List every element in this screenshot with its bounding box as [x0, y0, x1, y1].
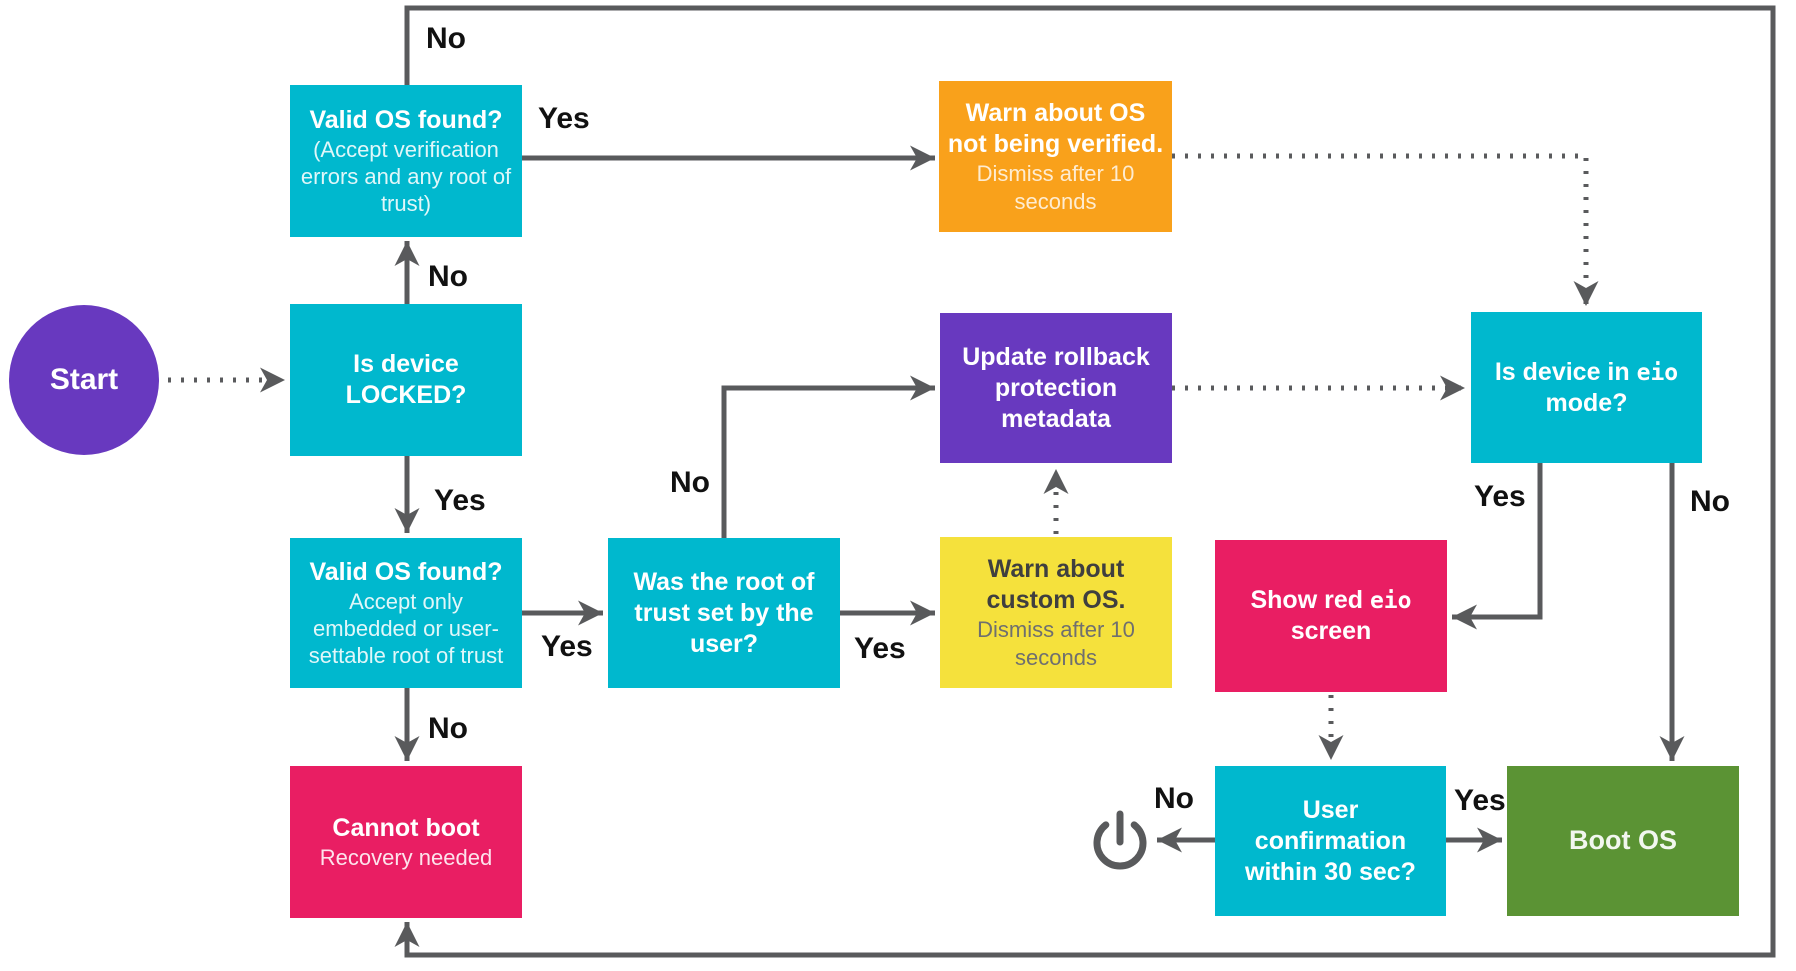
node-title: Boot OS	[1569, 825, 1677, 856]
node-warn-custom-os: Warn about custom OS. Dismiss after 10 s…	[940, 537, 1172, 688]
edge-label-validmid-no: No	[428, 712, 468, 745]
node-show-red-eio-screen: Show red eio screen	[1215, 540, 1447, 692]
node-is-device-locked: Is device LOCKED?	[290, 304, 522, 456]
node-subtitle: Accept only embedded or user-settable ro…	[308, 588, 504, 669]
node-title: User confirmation within 30 sec?	[1245, 795, 1416, 886]
eio-mono-text: eio	[1636, 359, 1679, 386]
node-subtitle: Dismiss after 10 seconds	[977, 617, 1135, 670]
edge-label-root-no: No	[670, 466, 710, 499]
edge-label-root-yes: Yes	[854, 632, 906, 665]
node-title: Is device LOCKED?	[345, 350, 467, 409]
node-root-of-trust-question: Was the root of trust set by the user?	[608, 538, 840, 688]
eio-mono-text: eio	[1369, 588, 1412, 614]
node-warn-os-not-verified: Warn about OS not being verified. Dismis…	[939, 81, 1172, 232]
node-cannot-boot: Cannot boot Recovery needed	[290, 766, 522, 918]
edge-label-locked-yes: Yes	[434, 484, 486, 517]
power-icon	[1093, 810, 1147, 870]
start-label: Start	[49, 363, 119, 396]
node-title: Update rollback protection metadata	[962, 342, 1150, 433]
edge-eio-yes	[1452, 463, 1543, 630]
node-valid-os-found-unlocked: Valid OS found? Accept only embedded or …	[290, 538, 522, 688]
node-title: Is device in eio mode?	[1494, 357, 1679, 417]
node-subtitle: (Accept verification errors and any root…	[300, 136, 512, 217]
edge-label-validmid-yes: Yes	[541, 630, 593, 663]
node-boot-os: Boot OS	[1507, 766, 1739, 916]
edge-loop-no	[394, 5, 1776, 958]
node-update-rollback-metadata: Update rollback protection metadata	[940, 313, 1172, 463]
node-title: Warn about OS not being verified.	[947, 99, 1164, 159]
node-title: Was the root of trust set by the user?	[633, 567, 815, 658]
edge-label-eio-yes: Yes	[1474, 480, 1526, 513]
edge-label-confirm-no: No	[1154, 782, 1194, 815]
node-title: Valid OS found?	[309, 105, 503, 134]
edge-label-validtop-yes: Yes	[538, 102, 590, 135]
node-user-confirmation: User confirmation within 30 sec?	[1215, 766, 1446, 916]
edge-root-no	[721, 375, 935, 538]
node-start: Start	[9, 305, 159, 455]
node-title: Warn about custom OS.	[986, 555, 1126, 615]
node-eio-mode-question: Is device in eio mode?	[1471, 312, 1702, 463]
node-subtitle: Dismiss after 10 seconds	[976, 161, 1135, 214]
edge-label-eio-no: No	[1690, 485, 1730, 518]
node-title: Show red eio screen	[1250, 586, 1412, 645]
edge-label-confirm-yes: Yes	[1454, 784, 1506, 817]
edge-label-locked-no: No	[428, 260, 468, 293]
edge-label-loop-no: No	[426, 22, 466, 55]
edge-warn-eio	[1172, 153, 1599, 306]
node-subtitle: Recovery needed	[319, 844, 493, 870]
node-title: Valid OS found?	[309, 557, 503, 586]
node-valid-os-found-locked: Valid OS found? (Accept verification err…	[290, 85, 522, 237]
node-title: Cannot boot	[332, 813, 480, 842]
